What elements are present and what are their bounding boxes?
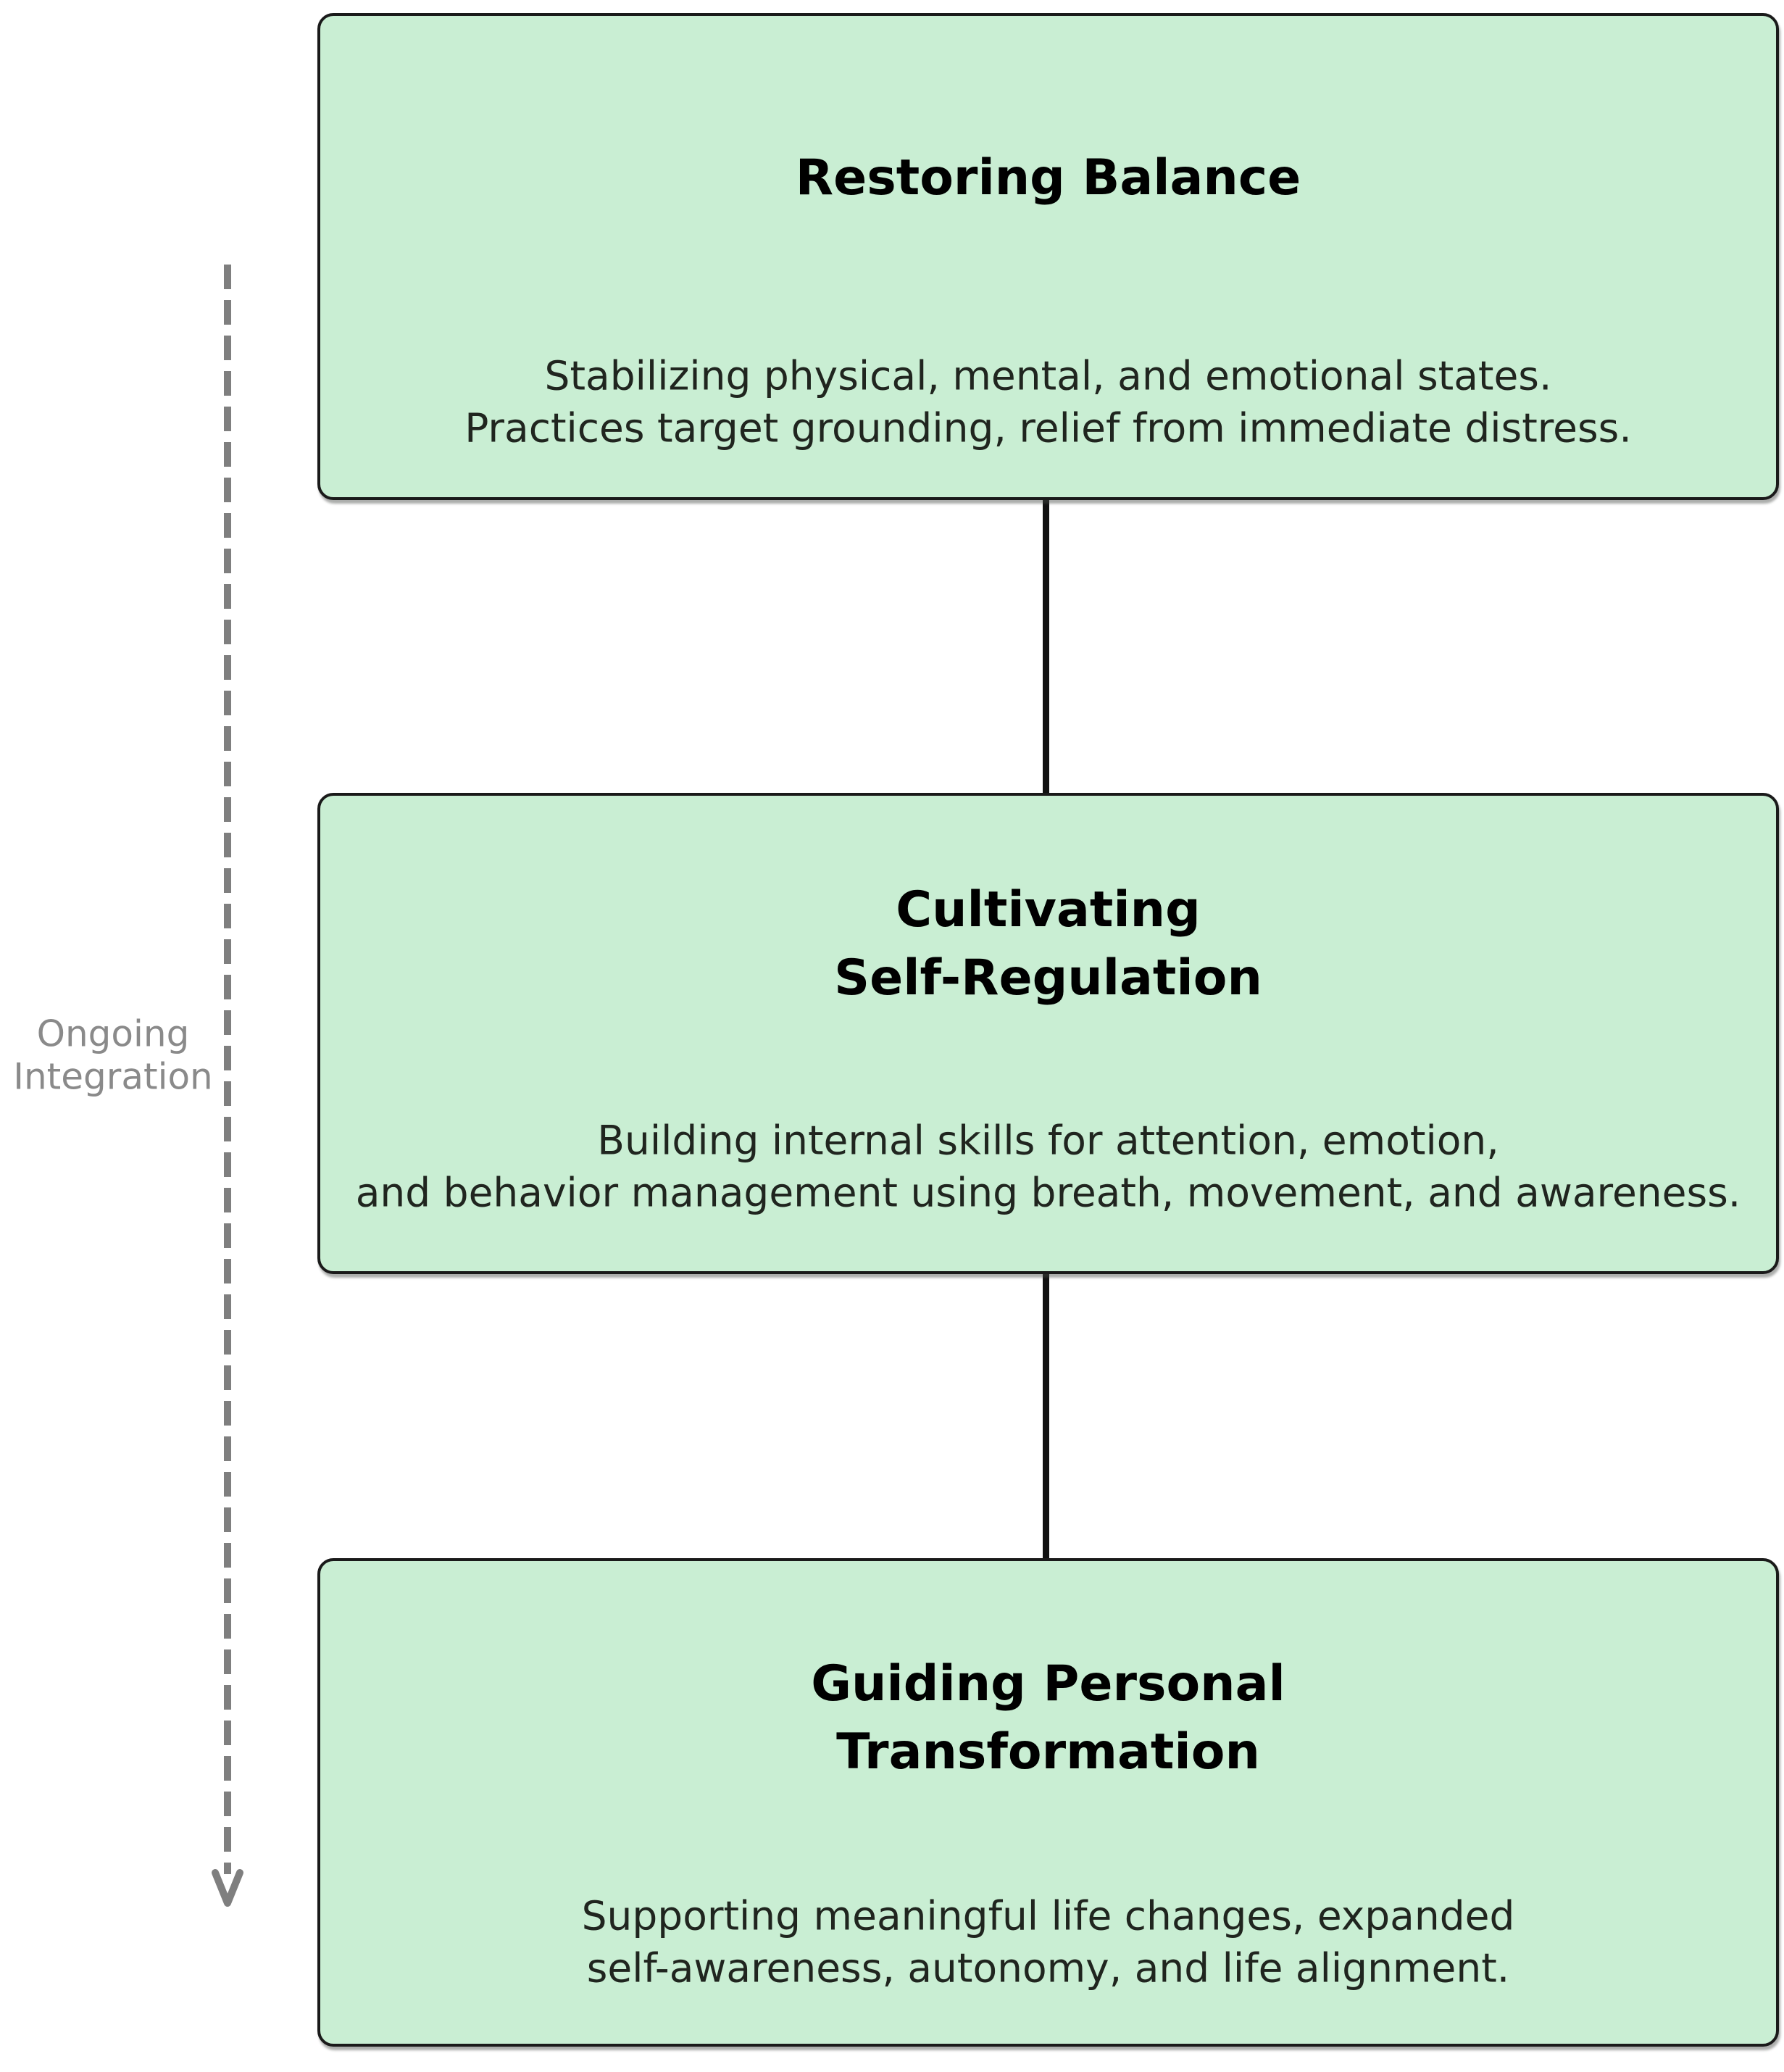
arrow-down-icon (212, 1869, 243, 1907)
stage-box-restoring-balance: Restoring Balance Stabilizing physical, … (317, 13, 1779, 500)
stage-description: Stabilizing physical, mental, and emotio… (464, 352, 1632, 452)
stage-description: Building internal skills for attention, … (355, 1117, 1741, 1216)
connector-line-stage1-stage2 (1043, 480, 1049, 800)
ongoing-integration-label: Ongoing Integration (13, 1012, 213, 1098)
stage-title: Guiding Personal Transformation (811, 1655, 1285, 1781)
connector-line-stage2-stage3 (1043, 1257, 1049, 1573)
stage-description: Supporting meaningful life changes, expa… (581, 1892, 1515, 1992)
stage-title: Cultivating Self-Regulation (834, 881, 1262, 1007)
stage-box-guiding-personal-transformation: Guiding Personal Transformation Supporti… (317, 1558, 1779, 2047)
stage-title: Restoring Balance (795, 149, 1301, 207)
stage-box-cultivating-self-regulation: Cultivating Self-Regulation Building int… (317, 793, 1779, 1274)
